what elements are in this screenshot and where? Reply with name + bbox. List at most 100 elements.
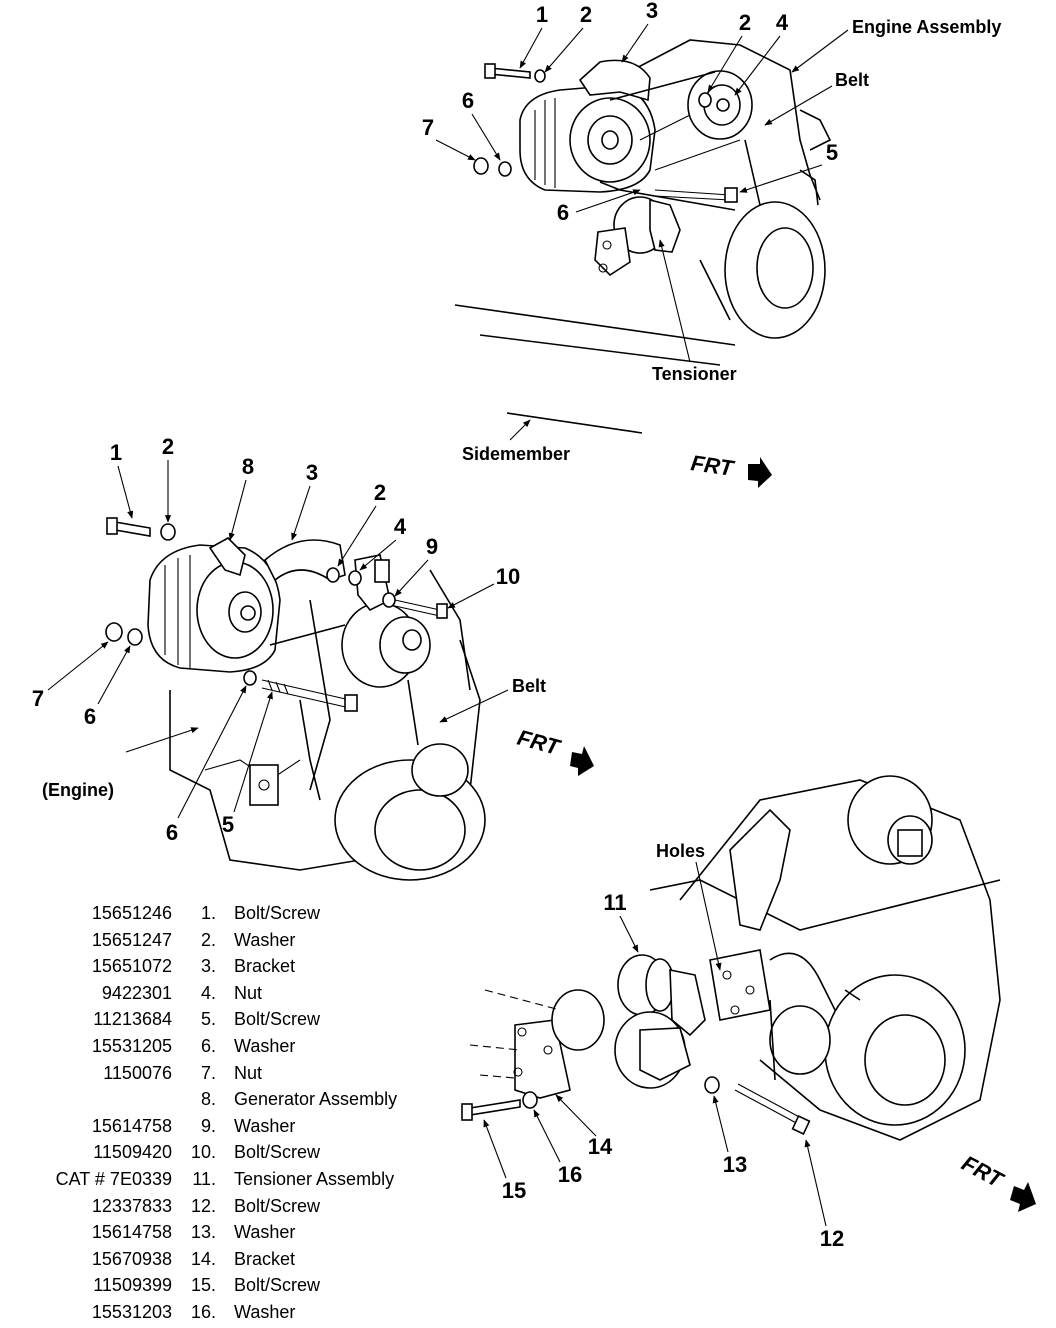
top-engine-assembly-illustration: [454, 39, 832, 434]
bottom-frt-indicator: FRT: [958, 1150, 1036, 1212]
callout-6: 6: [84, 704, 96, 729]
parts-list-row: 15651246 1. Bolt/Screw: [0, 900, 460, 927]
frt-label: FRT: [689, 450, 736, 481]
bottom-tensioner-illustration: [461, 775, 1001, 1141]
part-number: 1150076: [103, 1062, 172, 1083]
engine-label: (Engine): [42, 780, 114, 800]
parts-list-row: 11509420 10. Bolt/Screw: [0, 1139, 460, 1166]
callout-10: 10: [496, 564, 520, 589]
part-index: 16.: [190, 1301, 216, 1322]
callout-6b: 6: [166, 820, 178, 845]
parts-list-row: 8.Generator Assembly: [0, 1086, 460, 1113]
callout-4: 4: [394, 514, 407, 539]
part-index: 10.: [190, 1142, 216, 1163]
part-index: 12.: [190, 1195, 216, 1216]
callout-2b: 2: [739, 10, 751, 35]
part-index: 9.: [200, 1115, 216, 1136]
callout-9: 9: [426, 534, 438, 559]
part-index: 11.: [192, 1168, 216, 1189]
callout-3: 3: [646, 0, 658, 23]
parts-list-row: 15614758 9. Washer: [0, 1113, 460, 1140]
part-description: Generator Assembly: [234, 1089, 398, 1110]
callout-2: 2: [162, 434, 174, 459]
callout-6: 6: [462, 88, 474, 113]
part-description: Bolt/Screw: [234, 1195, 321, 1216]
part-number: 15651247: [91, 929, 172, 950]
parts-list-row: CAT # 7E0339 11. Tensioner Assembly: [0, 1166, 460, 1193]
mount-hole: [745, 985, 755, 995]
callout-14: 14: [588, 1134, 613, 1159]
callout-12: 12: [820, 1226, 844, 1251]
tensioner-label: Tensioner: [652, 364, 737, 384]
engine-assembly-label: Engine Assembly: [852, 17, 1001, 37]
callout-5: 5: [222, 812, 234, 837]
mount-hole: [722, 970, 732, 980]
part-number: 15531205: [91, 1035, 172, 1056]
part-number: 15614758: [91, 1222, 172, 1243]
part-number: CAT # 7E0339: [55, 1168, 172, 1189]
callout-8: 8: [242, 454, 254, 479]
middle-view: 1 2 8 3 2 4 9 10 7 6 6 5 Belt (Engine) F…: [32, 434, 594, 881]
part-index: 5.: [200, 1009, 216, 1030]
part-description: Washer: [234, 929, 296, 950]
callout-6b: 6: [557, 200, 569, 225]
belt-label: Belt: [512, 676, 546, 696]
frt-arrow-icon: [1010, 1182, 1036, 1212]
part-number: 15651072: [91, 956, 172, 977]
part-description: Bolt/Screw: [234, 1275, 321, 1296]
part-index: 4.: [200, 982, 216, 1003]
part-description: Nut: [234, 982, 263, 1003]
part-index: 13.: [190, 1222, 216, 1243]
part-number: 15670938: [91, 1248, 172, 1269]
callout-1: 1: [110, 440, 122, 465]
part-number: 15651246: [91, 903, 172, 923]
callout-15: 15: [502, 1178, 526, 1203]
belt-label: Belt: [835, 70, 869, 90]
part-number: 15614758: [91, 1115, 172, 1136]
parts-list-row: 12337833 12. Bolt/Screw: [0, 1193, 460, 1220]
callout-16: 16: [558, 1162, 582, 1187]
part-description: Tensioner Assembly: [234, 1168, 395, 1189]
callout-3: 3: [306, 460, 318, 485]
part-number: 15531203: [91, 1301, 172, 1322]
part-description: Bolt/Screw: [234, 1142, 321, 1163]
part-description: Bolt/Screw: [234, 903, 321, 923]
parts-list-row: 15614758 13. Washer: [0, 1219, 460, 1246]
part-index: 1.: [200, 903, 216, 923]
holes-label: Holes: [656, 841, 705, 861]
part-index: 15.: [190, 1275, 216, 1296]
frt-arrow-icon: [748, 457, 772, 488]
callout-2b: 2: [374, 480, 386, 505]
parts-list-row: 1150076 7. Nut: [0, 1060, 460, 1087]
callout-2: 2: [580, 2, 592, 27]
middle-engine-illustration: [105, 517, 486, 881]
top-view: 1 2 3 2 4 6 7 5 6 Engine Assembly Belt T…: [422, 0, 1001, 488]
callout-7: 7: [422, 115, 434, 140]
callout-13: 13: [723, 1152, 747, 1177]
callout-11: 11: [603, 890, 626, 915]
part-description: Washer: [234, 1115, 296, 1136]
frt-label: FRT: [515, 725, 564, 761]
part-description: Washer: [234, 1222, 296, 1243]
part-number: 12337833: [91, 1195, 172, 1216]
part-description: Bracket: [234, 1248, 296, 1269]
callout-7: 7: [32, 686, 44, 711]
part-description: Washer: [234, 1035, 296, 1056]
part-number: 11509420: [93, 1142, 172, 1163]
middle-frt-indicator: FRT: [515, 725, 594, 776]
part-description: Nut: [234, 1062, 263, 1083]
frt-arrow-icon: [570, 746, 594, 776]
part-index: 3.: [200, 956, 216, 977]
callout-1: 1: [536, 2, 548, 27]
parts-list-row: 15531205 6. Washer: [0, 1033, 460, 1060]
part-index: 6.: [200, 1035, 216, 1056]
frt-label: FRT: [958, 1150, 1009, 1193]
part-index: 7.: [200, 1062, 216, 1083]
